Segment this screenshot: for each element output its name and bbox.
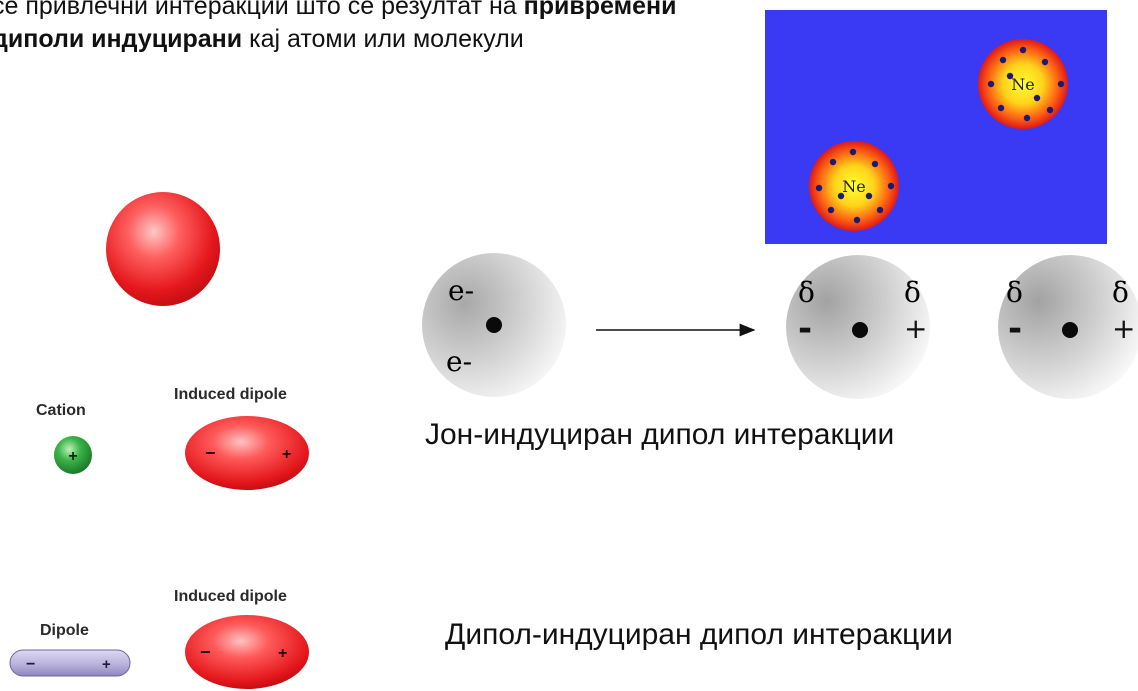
- neon-atom-top: Ne: [978, 39, 1068, 129]
- neon-atoms-panel: Ne Ne: [765, 10, 1107, 244]
- delta-left-1: δ: [798, 276, 815, 309]
- neutral-atom-sphere: [100, 186, 226, 312]
- intro-line-2-bold: диполи индуцирани: [0, 25, 242, 53]
- nucleus-dot: [852, 322, 868, 338]
- minus-sign-2: -: [1008, 309, 1022, 349]
- dipole-capsule: − +: [6, 646, 134, 682]
- delta-left-2: δ: [1006, 276, 1023, 309]
- induced-dipole-label-1: Induced dipole: [174, 386, 287, 404]
- induced-dipole-atom-2: δ δ - +: [998, 255, 1138, 399]
- polarization-diagram: e- e- δ δ - + δ δ - +: [410, 244, 1138, 414]
- neon-atom-bottom: Ne: [809, 141, 899, 231]
- electron-label-bottom: e-: [446, 345, 472, 378]
- plus-sign-1: +: [904, 312, 927, 345]
- neon-atom-bottom-label: Ne: [842, 177, 865, 196]
- intro-line-1-prefix: се привлечни интеракции што се резултат …: [0, 0, 517, 20]
- cation-label: Cation: [36, 402, 86, 420]
- plus-sign-2: +: [1112, 312, 1135, 345]
- induced-dipole-ellipse-1: − +: [178, 412, 316, 494]
- cation-plus-sign: +: [68, 448, 77, 465]
- dipole-minus: −: [26, 656, 35, 673]
- intro-line-1-bold: привремени: [524, 0, 677, 20]
- induced-dipole-2-minus: −: [200, 642, 211, 662]
- cation-sphere: +: [50, 432, 96, 478]
- neon-atom-top-label: Ne: [1011, 75, 1034, 94]
- electron-label-top: e-: [448, 274, 474, 307]
- induced-dipole-label-2: Induced dipole: [174, 588, 287, 606]
- intro-line-2-rest: кај атоми или молекули: [249, 25, 524, 53]
- nucleus-dot: [1062, 322, 1078, 338]
- unpolarized-atom: e- e-: [422, 253, 566, 397]
- delta-right-1: δ: [904, 276, 921, 309]
- induced-dipole-1-minus: −: [205, 443, 216, 463]
- dipole-plus: +: [102, 656, 111, 673]
- delta-right-2: δ: [1112, 276, 1129, 309]
- dipole-label: Dipole: [40, 622, 89, 640]
- minus-sign-1: -: [798, 309, 812, 349]
- induced-dipole-ellipse-2: − +: [178, 610, 316, 691]
- intro-line-2: диполи индуцирани кај атоми или молекули: [0, 23, 676, 56]
- intro-text: се привлечни интеракции што се резултат …: [0, 0, 676, 56]
- caption-dipole-induced-dipole: Дипол-индуциран дипол интеракции: [445, 618, 953, 652]
- caption-ion-induced-dipole: Јон-индуциран дипол интеракции: [425, 418, 894, 452]
- induced-dipole-atom-1: δ δ - +: [786, 255, 930, 399]
- induced-dipole-2-plus: +: [278, 645, 287, 662]
- induced-dipole-1-plus: +: [282, 446, 291, 463]
- nucleus-dot: [486, 317, 502, 333]
- intro-line-1: се привлечни интеракции што се резултат …: [0, 0, 676, 23]
